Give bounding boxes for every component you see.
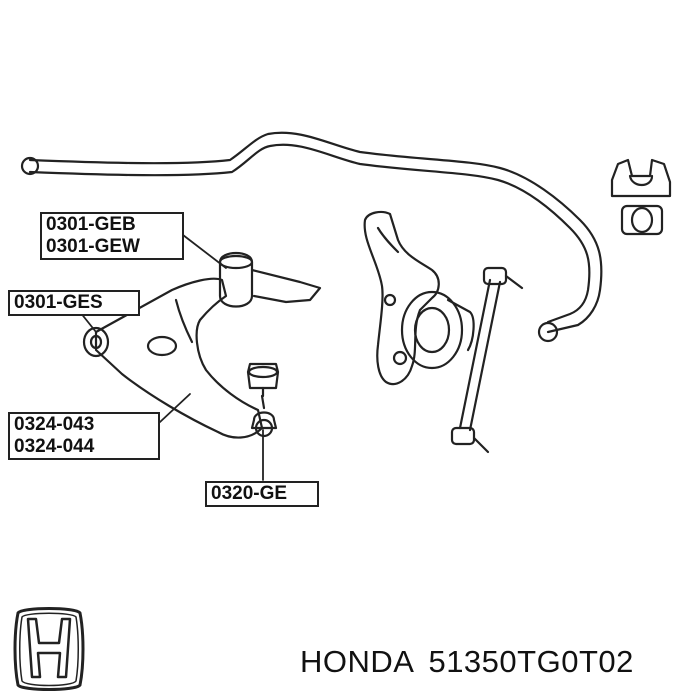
part-number: 51350TG0T02 (428, 644, 634, 679)
brand-name: HONDA (300, 644, 415, 679)
label-0301-gew: 0301-GEW (46, 236, 140, 257)
label-box-ball-joint: 0320-GE (205, 481, 319, 507)
ball-joint (246, 362, 280, 438)
stabilizer-bar (20, 131, 603, 343)
part-caption: HONDA 51350TG0T02 (300, 644, 634, 680)
label-0324-043: 0324-043 (14, 414, 95, 435)
rear-arm-bushing (218, 251, 322, 308)
honda-logo-icon (13, 607, 85, 691)
label-box-bushing-front: 0301-GES (8, 290, 140, 316)
label-box-bushing-upper: 0301-GEB 0301-GEW (40, 212, 184, 260)
label-0301-ges: 0301-GES (14, 292, 103, 313)
label-0320-ge: 0320-GE (211, 483, 288, 504)
stabilizer-link (450, 266, 524, 454)
label-0324-044: 0324-044 (14, 436, 95, 457)
label-0301-geb: 0301-GEB (46, 214, 136, 235)
stabilizer-bushing (610, 158, 672, 236)
label-box-control-arm: 0324-043 0324-044 (8, 412, 160, 460)
lower-control-arm (82, 277, 264, 439)
steering-knuckle (363, 210, 475, 386)
